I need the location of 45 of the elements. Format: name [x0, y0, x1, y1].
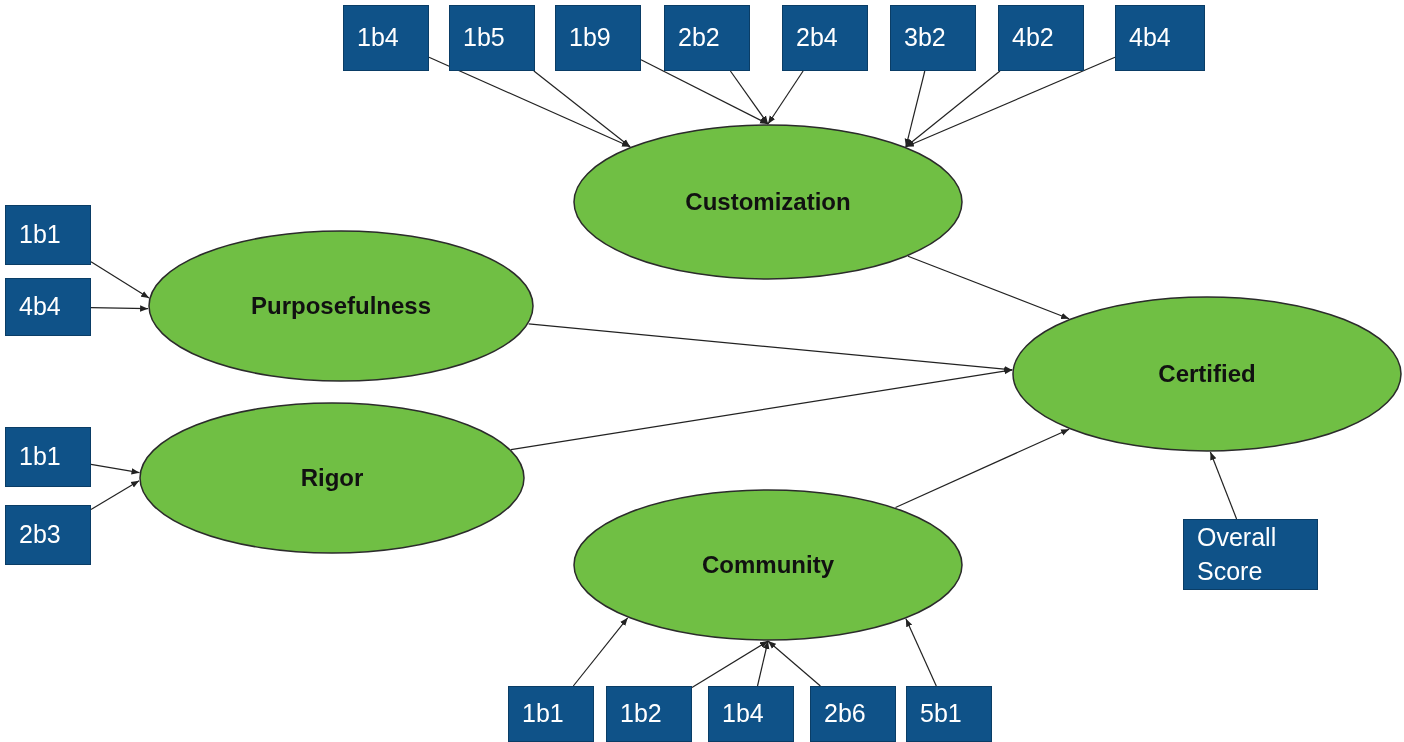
arrow: [729, 70, 769, 125]
node-label: Community: [702, 551, 834, 579]
arrow: [572, 617, 629, 687]
arrow: [90, 463, 141, 475]
arrow: [90, 261, 150, 299]
arrow: [510, 368, 1013, 451]
indicator-box: 4b4: [5, 278, 91, 336]
indicator-box: 2b3: [5, 505, 91, 565]
indicator-box: 1b4: [708, 686, 794, 742]
arrow: [533, 70, 631, 148]
indicator-box: 1b4: [343, 5, 429, 71]
arrow: [90, 305, 149, 312]
arrow: [767, 70, 804, 125]
arrow: [905, 56, 1116, 148]
indicator-box: 2b2: [664, 5, 750, 71]
arrow: [90, 480, 140, 510]
arrow: [1209, 451, 1238, 520]
arrow: [894, 428, 1070, 509]
node-label: Rigor: [300, 464, 364, 492]
indicator-box: 2b4: [782, 5, 868, 71]
arrow: [528, 323, 1013, 373]
indicator-box: 1b1: [5, 427, 91, 487]
arrow: [907, 255, 1070, 320]
indicator-box: 2b6: [810, 686, 896, 742]
indicator-box: 1b1: [5, 205, 91, 265]
arrow: [904, 70, 926, 148]
node-label: Certified: [1158, 360, 1256, 388]
arrow: [640, 59, 769, 125]
indicator-box: Overall Score: [1183, 519, 1318, 590]
indicator-box: 1b5: [449, 5, 535, 71]
arrow: [905, 618, 937, 687]
arrow: [905, 70, 1001, 148]
indicator-box: 4b4: [1115, 5, 1205, 71]
node-label: Customization: [685, 188, 851, 216]
indicator-box: 1b2: [606, 686, 692, 742]
indicator-box: 1b9: [555, 5, 641, 71]
arrow: [756, 640, 770, 687]
indicator-box: 1b1: [508, 686, 594, 742]
indicator-box: 4b2: [998, 5, 1084, 71]
arrow: [767, 640, 821, 687]
arrow: [428, 56, 631, 148]
indicator-box: 3b2: [890, 5, 976, 71]
arrow: [691, 640, 769, 689]
node-label: Purposefulness: [250, 292, 431, 320]
indicator-box: 5b1: [906, 686, 992, 742]
